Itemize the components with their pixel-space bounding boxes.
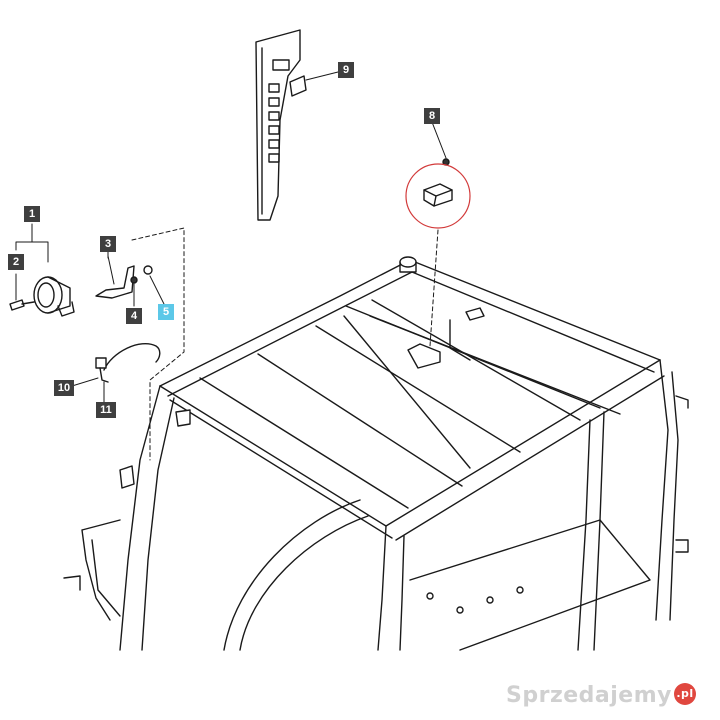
callout-5: 5 — [158, 304, 174, 320]
callout-2: 2 — [8, 254, 24, 270]
pillar-trim-panel — [255, 29, 339, 221]
callout-9: 9 — [338, 62, 354, 78]
callout-8: 8 — [424, 108, 440, 124]
wiring-harness — [71, 343, 161, 403]
callout-10: 10 — [54, 380, 74, 396]
callout-11: 11 — [96, 402, 116, 418]
callout-1: 1 — [24, 206, 40, 222]
callout-4: 4 — [126, 308, 142, 324]
cab-frame — [63, 256, 689, 651]
work-light-assembly — [9, 223, 185, 461]
detail-circle — [405, 163, 471, 229]
callout-3: 3 — [100, 236, 116, 252]
watermark-logo: Sprzedajemy.pl — [506, 683, 696, 708]
sensor-assembly — [405, 121, 471, 347]
